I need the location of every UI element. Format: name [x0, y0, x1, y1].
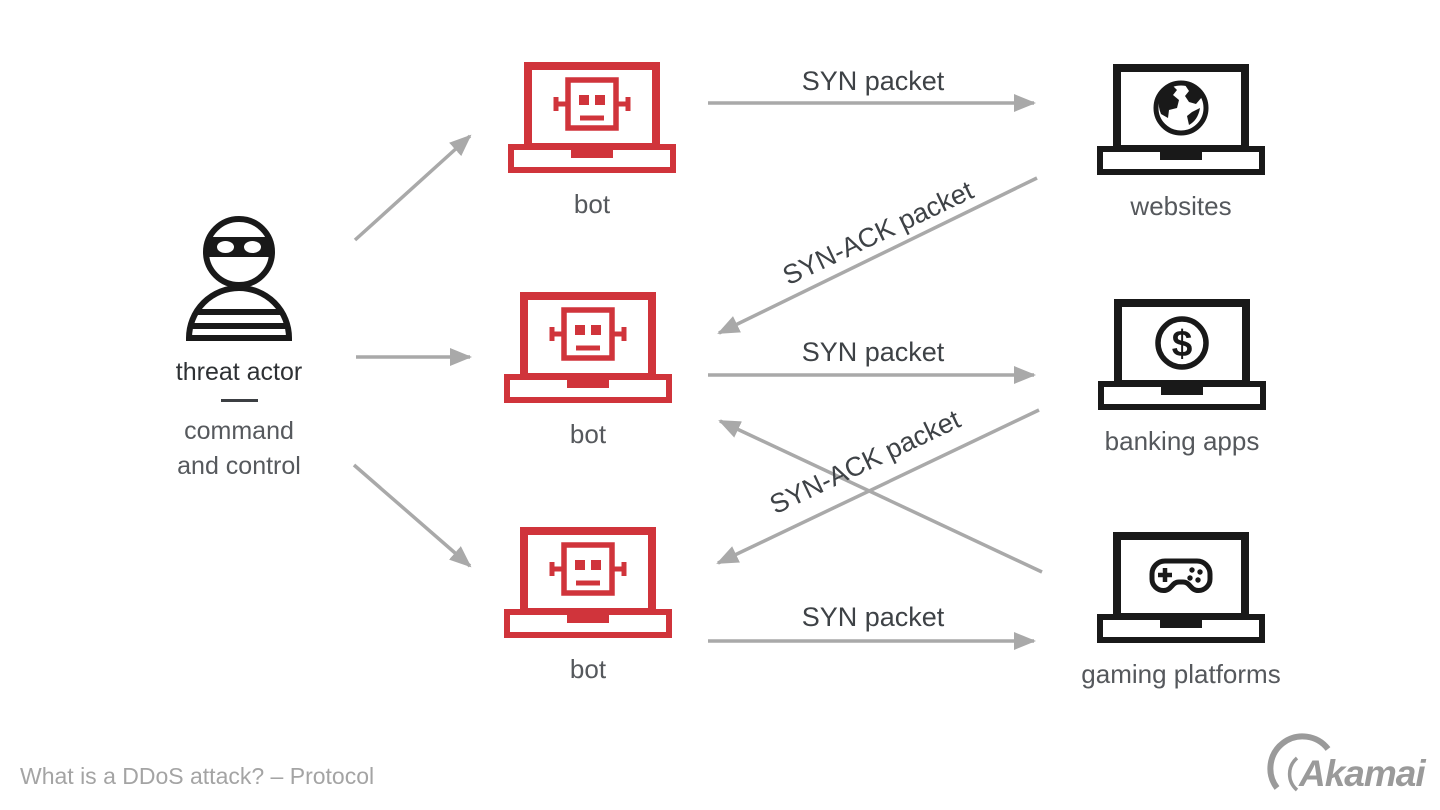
actor-eye-left [217, 241, 234, 253]
actor-mask [206, 237, 272, 257]
actor-eye-right [244, 241, 261, 253]
svg-text:$: $ [1172, 323, 1193, 364]
command-and-control-label: command and control [177, 417, 301, 480]
dollar-icon: $ [1155, 316, 1209, 370]
bot-laptop-icon [504, 292, 672, 403]
footer-caption: What is a DDoS attack? – Protocol [20, 763, 375, 789]
websites-label: websites [1130, 191, 1232, 221]
c2-arrow-to-bot-1 [353, 134, 472, 242]
banking-apps-label: banking apps [1104, 426, 1260, 456]
akamai-logo: Akamai [1267, 733, 1427, 794]
bot-3-device: bot [468, 527, 708, 685]
robot-face-icon [553, 77, 631, 131]
syn-packet-label-2: SYN packet [801, 337, 945, 367]
banking-apps-device: $ banking apps [1062, 299, 1302, 457]
akamai-logo-swoosh [1267, 733, 1331, 790]
syn-packet-label-1: SYN packet [801, 66, 945, 96]
robot-face-icon [549, 307, 627, 361]
bot-1-device: bot [472, 62, 712, 220]
syn-ack-packet-label-2: SYN-ACK packet [765, 404, 965, 520]
gaming-platforms-label: gaming platforms [1081, 659, 1281, 689]
bot-laptop-icon [504, 527, 672, 638]
akamai-logo-paren [1287, 756, 1299, 792]
synack-arrow-banking-bot3 [716, 408, 1040, 565]
bot-laptop-icon [508, 62, 676, 173]
syn-packet-label-3: SYN packet [801, 602, 945, 632]
robot-face-icon [549, 542, 627, 596]
actor-body-stripes [189, 309, 289, 329]
threat-actor-icon [185, 216, 293, 341]
bot-3-label: bot [569, 654, 607, 684]
gamepad-icon [1149, 558, 1213, 594]
synack-arrow-websites-bot2 [717, 176, 1038, 335]
globe-icon [1153, 80, 1209, 136]
banking-laptop-icon: $ [1098, 299, 1266, 410]
divider-dash [221, 399, 258, 402]
gaming-platforms-device: gaming platforms [1061, 532, 1301, 690]
akamai-logo-text: Akamai [1298, 753, 1426, 794]
bot-2-label: bot [569, 419, 607, 449]
bot-1-label: bot [573, 189, 611, 219]
websites-laptop-icon [1097, 64, 1265, 175]
syn-ack-packet-label-1: SYN-ACK packet [778, 175, 978, 291]
gaming-laptop-icon [1097, 532, 1265, 643]
threat-actor-label: threat actor [175, 358, 303, 386]
websites-device: websites [1061, 64, 1301, 222]
bot-2-device: bot [468, 292, 708, 450]
